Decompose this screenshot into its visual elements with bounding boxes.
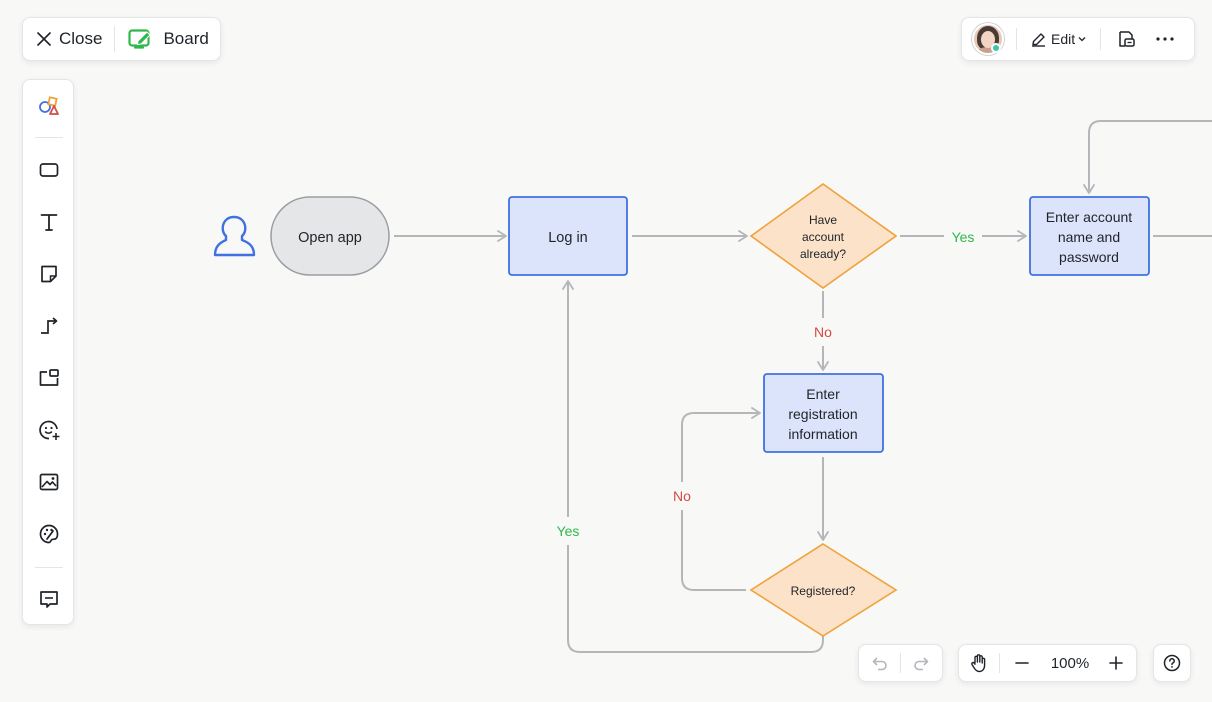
toolbar-divider	[35, 137, 63, 138]
decision-line-3: already?	[800, 247, 846, 261]
zoom-in-button[interactable]	[1096, 645, 1136, 681]
redo-icon	[914, 657, 929, 671]
node-log-in[interactable]: Log in	[508, 196, 628, 276]
document-comment-icon[interactable]	[1116, 29, 1136, 49]
hand-icon	[971, 654, 986, 673]
node-have-account-decision[interactable]: Have account already?	[749, 183, 898, 289]
undo-button[interactable]	[859, 645, 900, 681]
node-open-app[interactable]: Open app	[270, 196, 390, 276]
history-controls	[858, 644, 943, 682]
user-actor-icon[interactable]	[213, 215, 256, 257]
close-label: Close	[59, 29, 103, 48]
toolbar-divider	[35, 567, 63, 568]
sticky-note-icon[interactable]	[37, 262, 61, 286]
zoom-out-button[interactable]	[1000, 645, 1044, 681]
zoom-level[interactable]: 100%	[1050, 654, 1090, 672]
comment-icon[interactable]	[37, 587, 61, 611]
connectors[interactable]	[394, 120, 1212, 653]
help-button[interactable]	[1153, 644, 1191, 682]
account-line-2: name and	[1058, 229, 1120, 245]
undo-icon	[872, 657, 887, 671]
edge-label-yes-login: Yes	[557, 523, 580, 539]
node-open-app-label: Open app	[298, 230, 362, 246]
top-left-bar: Close Board	[22, 17, 221, 61]
edge-label-no-loop: No	[673, 488, 691, 504]
registered-label: Registered?	[791, 584, 856, 598]
board-button[interactable]: Board	[115, 18, 209, 60]
close-icon	[37, 32, 51, 46]
sticker-icon[interactable]	[37, 418, 61, 442]
divider	[1016, 28, 1017, 50]
divider	[999, 653, 1000, 673]
plus-icon	[1109, 656, 1123, 670]
left-toolbar	[22, 79, 74, 625]
edit-mode-dropdown[interactable]: Edit	[1031, 31, 1086, 47]
rectangle-icon[interactable]	[37, 158, 61, 182]
node-registered-decision[interactable]: Registered?	[749, 543, 898, 637]
account-line-3: password	[1059, 249, 1119, 265]
pencil-icon	[1032, 32, 1045, 47]
edge-label-no-registration: No	[814, 324, 832, 340]
registration-line-1: Enter	[806, 386, 840, 402]
edge-registered-yes-loop[interactable]	[567, 545, 824, 653]
node-log-in-label: Log in	[548, 230, 588, 246]
edge-loop-into-account[interactable]	[1083, 120, 1212, 194]
image-icon[interactable]	[37, 470, 61, 494]
chevron-down-icon	[1078, 37, 1086, 42]
minus-icon	[1015, 662, 1029, 664]
divider	[114, 26, 116, 52]
redo-button[interactable]	[901, 645, 942, 681]
zoom-controls: 100%	[958, 644, 1137, 682]
hand-tool-button[interactable]	[959, 645, 999, 681]
shapes-icon[interactable]	[37, 94, 61, 118]
board-label: Board	[163, 29, 209, 48]
frame-icon[interactable]	[37, 366, 61, 390]
decision-line-2: account	[802, 230, 845, 244]
account-line-1: Enter account	[1046, 209, 1132, 225]
close-button[interactable]: Close	[23, 18, 114, 60]
edge-registered-no-loop-b[interactable]	[681, 407, 761, 482]
connector-icon[interactable]	[37, 314, 61, 338]
edge-registered-no-loop[interactable]	[681, 510, 746, 591]
divider	[1100, 28, 1102, 50]
text-icon[interactable]	[37, 210, 61, 234]
palette-icon[interactable]	[37, 522, 61, 546]
edge-label-yes-account: Yes	[952, 229, 975, 245]
online-status-dot	[991, 43, 1001, 53]
edit-label: Edit	[1051, 31, 1076, 47]
top-right-bar: Edit	[961, 17, 1195, 61]
help-icon	[1163, 654, 1181, 672]
node-enter-registration[interactable]: Enter registration information	[763, 373, 884, 453]
registration-line-2: registration	[788, 406, 857, 422]
divider	[900, 653, 901, 673]
decision-line-1: Have	[809, 213, 837, 227]
board-icon	[128, 29, 152, 49]
more-options-icon[interactable]	[1155, 29, 1175, 49]
node-enter-account[interactable]: Enter account name and password	[1029, 196, 1150, 276]
registration-line-3: information	[788, 426, 857, 442]
